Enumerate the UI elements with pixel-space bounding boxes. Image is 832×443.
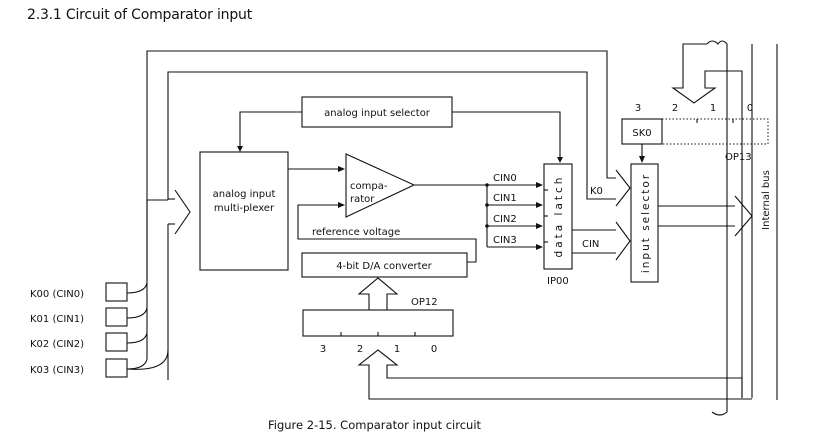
internal-bus-label: Internal bus: [761, 170, 772, 230]
svg-text:input selector: input selector: [640, 173, 652, 273]
input-selector: input selector: [630, 163, 753, 283]
svg-text:analog input: analog input: [213, 189, 276, 200]
pin-k00: [105, 282, 128, 302]
k0-label: K0: [590, 186, 603, 197]
op12-bit-0: 0: [431, 344, 437, 355]
op12-register: OP12 3 2 1 0: [302, 297, 752, 400]
section-heading: 2.3.1 Circuit of Comparator input: [27, 7, 252, 23]
cin0-label: CIN0: [493, 173, 517, 184]
data-latch: data latch IP00: [543, 163, 573, 287]
op13-bit-2: 2: [672, 103, 678, 114]
op12-bit-1: 1: [394, 344, 400, 355]
cin3-label: CIN3: [493, 235, 517, 246]
pin-k02: [105, 332, 128, 352]
op13-label: OP13: [725, 152, 752, 163]
svg-text:compa-: compa-: [350, 181, 388, 192]
figure-caption: Figure 2-15. Comparator input circuit: [268, 418, 482, 432]
svg-text:rator: rator: [350, 194, 375, 205]
k0-bus-path: [146, 50, 631, 280]
op13-bit-1: 1: [710, 103, 716, 114]
op12-bit-2: 2: [357, 344, 363, 355]
cin-bus: CIN K0: [572, 186, 631, 261]
reference-voltage-label: reference voltage: [312, 227, 400, 238]
internal-bus: Internal bus: [706, 40, 778, 416]
analog-input-selector: analog input selector: [237, 96, 563, 163]
op13-bit-3: 3: [635, 103, 641, 114]
cin1-label: CIN1: [493, 193, 517, 204]
comparator: compa- rator reference voltage: [288, 153, 487, 263]
svg-text:SK0: SK0: [632, 128, 651, 139]
op13-bit-0: 0: [747, 103, 753, 114]
cin-lines: CIN0 CIN1 CIN2 CIN3: [485, 173, 543, 250]
dac: 4-bit D/A converter: [301, 252, 468, 310]
pins: K00 (CIN0) K01 (CIN1) K02 (CIN2) K03 (CI…: [30, 280, 169, 378]
svg-text:4-bit D/A converter: 4-bit D/A converter: [336, 261, 432, 272]
pin-k03: [105, 358, 128, 378]
pin-label: K03 (CIN3): [30, 365, 84, 376]
op12-label: OP12: [411, 297, 438, 308]
pin-k01: [105, 307, 128, 327]
svg-text:data latch: data latch: [553, 175, 565, 258]
ip00-label: IP00: [547, 276, 569, 287]
op12-bit-3: 3: [320, 344, 326, 355]
op13-register: SK0 3 2 1 0 OP13: [621, 43, 769, 398]
cin-bus-label: CIN: [582, 239, 599, 250]
svg-text:multi-plexer: multi-plexer: [214, 203, 275, 214]
analog-input-multiplexer: analog input multi-plexer: [199, 151, 289, 271]
svg-text:analog input selector: analog input selector: [324, 108, 431, 119]
pin-label: K02 (CIN2): [30, 339, 84, 350]
cin2-label: CIN2: [493, 214, 517, 225]
pin-label: K01 (CIN1): [30, 314, 84, 325]
pin-label: K00 (CIN0): [30, 289, 84, 300]
